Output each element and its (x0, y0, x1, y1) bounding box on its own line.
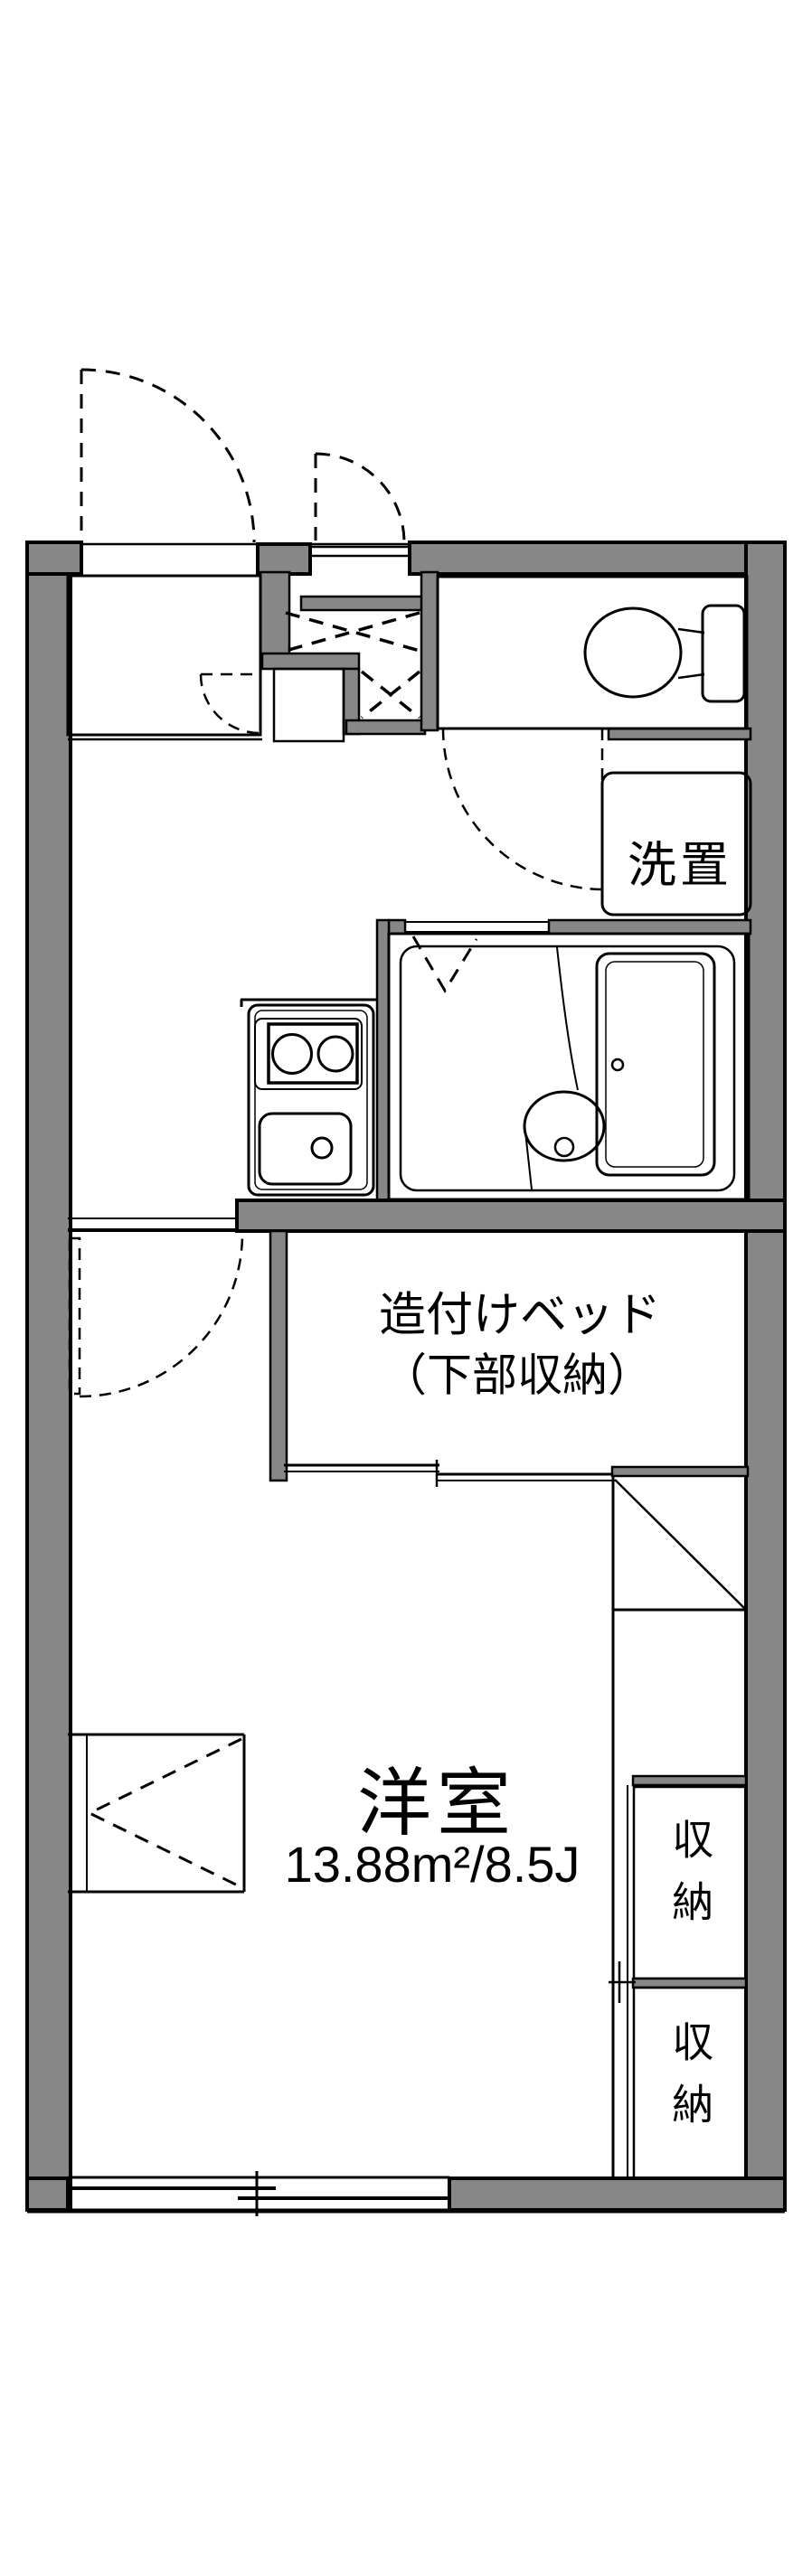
trunk-room-door-arc (199, 673, 260, 735)
washbasin-pipe (524, 1131, 533, 1190)
washbasin-icon (523, 1090, 606, 1190)
wall-bed-left (269, 1229, 288, 1482)
laundry-space (600, 771, 752, 917)
bathroom (387, 921, 751, 1201)
column-separator-upper (631, 1774, 748, 1787)
washbasin-bowl (523, 1090, 606, 1162)
stove-icon (254, 1018, 363, 1090)
wall-top-entry-pier (256, 542, 312, 576)
bathtub-drain-dot (610, 1058, 625, 1072)
entry-recess (299, 545, 424, 612)
toilet-bowl (583, 606, 683, 699)
bed-end-wall (610, 1465, 750, 1478)
inner-walls (235, 570, 787, 1482)
x-line (285, 611, 420, 653)
side-column (609, 1476, 748, 2180)
wall-right (744, 541, 787, 2212)
stove-burner-left (271, 1033, 313, 1075)
room-door-arc (79, 1233, 244, 1398)
kitchen-unit-inner (254, 1010, 368, 1190)
kitchen-unit (247, 1003, 375, 1197)
x-line (285, 611, 420, 653)
toilet-tank (701, 604, 746, 703)
genkan-floor (272, 667, 345, 743)
toilet-room-floor (436, 575, 749, 730)
toilet-icon (583, 604, 746, 703)
storage-closet-2 (632, 1986, 748, 2180)
storage-label-2: 収納 (666, 2020, 714, 2145)
genkan (272, 611, 421, 743)
entry-door-arc (315, 452, 406, 543)
bathtub-inner (605, 961, 704, 1168)
wall-genkan-bottom (345, 719, 427, 736)
wall-genkan-top (260, 652, 361, 671)
column-separator-lower (631, 1977, 748, 1989)
bath-counter-edge (556, 946, 579, 1091)
bathtub-outer (595, 952, 716, 1177)
shoe-closet-lower-x (360, 670, 421, 719)
bath-folding-door (411, 935, 478, 993)
stove-outer (254, 1018, 363, 1090)
entrance-door-swings (80, 368, 406, 543)
washbasin-drain (553, 1136, 575, 1158)
built-in-bed-label-line2: （下部収納） (382, 1349, 653, 1401)
wall-top-left-corner (25, 541, 83, 576)
bay-window-open-marker (86, 1737, 242, 1889)
wall-bath-top-right (547, 918, 752, 935)
wall-top-right (408, 541, 787, 576)
trunk-room (66, 574, 262, 741)
hall-room-doorway (68, 1217, 244, 1398)
trunk-door-arc (80, 368, 256, 543)
toilet-seat-line (677, 672, 705, 680)
toilet-door-arc (441, 728, 605, 891)
wall-middle (235, 1199, 787, 1233)
room-name-label: 洋室 (356, 1762, 517, 1845)
kitchen (240, 998, 377, 1197)
room-area-label: 13.88m²/8.5J (284, 1836, 581, 1894)
toilet-seat-line (677, 627, 705, 635)
storage-label-1: 収納 (666, 1818, 714, 1942)
bay-window (68, 1733, 246, 1894)
diagonal-marked-space (614, 1479, 745, 1609)
built-in-bed-area (284, 1460, 750, 1487)
x-line (360, 670, 421, 719)
sink-basin (258, 1112, 353, 1186)
stove-frame (267, 1022, 359, 1085)
sink-drain (310, 1136, 334, 1160)
bathroom-outline (387, 932, 751, 1201)
laundry-label: 洗置 (628, 838, 732, 893)
sink-icon (258, 1112, 353, 1186)
wall-toilet-bottom-stub (607, 727, 752, 741)
wall-bath-top-left (387, 918, 407, 935)
sliding-window (27, 2171, 785, 2216)
room-door-leaf (68, 1236, 81, 1396)
wall-bottom-left-corner (25, 2176, 70, 2212)
built-in-bed-label-line1: 造付けベッド (378, 1289, 662, 1342)
bathtub-icon (595, 952, 716, 1177)
wall-genkan-left (259, 570, 291, 666)
wall-toilet-left (420, 570, 439, 732)
trunk-room-outline (66, 574, 262, 737)
wall-bottom-right (448, 2176, 787, 2212)
stove-burner-right (316, 1035, 354, 1073)
entry-inner-wall-band (299, 595, 424, 612)
wall-kitchen-bath (375, 918, 391, 1204)
bathroom-floor (399, 945, 736, 1192)
shoe-closet-upper-x (285, 611, 420, 653)
wall-left (25, 541, 72, 2212)
